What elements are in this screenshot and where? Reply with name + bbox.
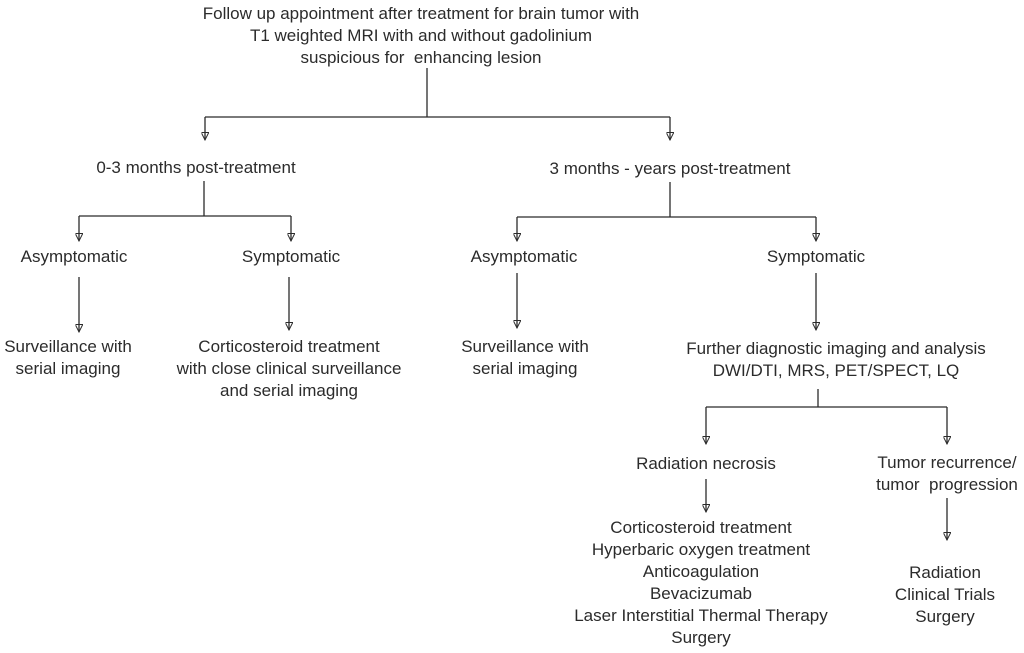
node-right-symptomatic: Symptomatic <box>767 246 865 268</box>
node-radiation-necrosis: Radiation necrosis <box>636 453 776 475</box>
node-left-surveillance: Surveillance with serial imaging <box>4 336 132 380</box>
node-necrosis-treatments: Corticosteroid treatment Hyperbaric oxyg… <box>574 517 828 649</box>
node-root-line: Follow up appointment after treatment fo… <box>202 4 640 23</box>
node-recurrence-treatments-line: Clinical Trials <box>894 585 996 604</box>
node-left-symptomatic-label: Symptomatic <box>241 247 341 266</box>
node-left-asymptomatic: Asymptomatic <box>21 246 128 268</box>
node-necrosis-treatments-line: Surgery <box>671 628 731 647</box>
node-necrosis-treatments-line: Laser Interstitial Thermal Therapy <box>574 606 828 625</box>
node-tumor-recurrence: Tumor recurrence/ tumor progression <box>876 452 1018 496</box>
node-root-line: suspicious for enhancing lesion <box>300 48 542 67</box>
node-necrosis-treatments-line: Corticosteroid treatment <box>610 518 792 537</box>
node-recurrence-treatments-line: Surgery <box>915 607 975 626</box>
node-necrosis-treatments-line: Anticoagulation <box>642 562 760 581</box>
node-right-surveillance: Surveillance with serial imaging <box>461 336 589 380</box>
node-right-period-label: 3 months - years post-treatment <box>549 159 791 178</box>
node-further-imaging-line: Further diagnostic imaging and analysis <box>686 339 986 358</box>
node-corticosteroid-plan-line: with close clinical surveillance <box>176 359 402 378</box>
node-left-period: 0-3 months post-treatment <box>96 157 295 179</box>
node-necrosis-treatments-line: Bevacizumab <box>649 584 753 603</box>
node-corticosteroid-plan-line: and serial imaging <box>220 381 358 400</box>
node-corticosteroid-plan: Corticosteroid treatment with close clin… <box>177 336 402 402</box>
node-further-imaging: Further diagnostic imaging and analysis … <box>686 338 986 382</box>
node-left-period-label: 0-3 months post-treatment <box>96 158 296 177</box>
node-radiation-necrosis-label: Radiation necrosis <box>636 454 776 473</box>
node-left-surveillance-line: serial imaging <box>15 359 121 378</box>
node-right-surveillance-line: serial imaging <box>472 359 578 378</box>
node-necrosis-treatments-line: Hyperbaric oxygen treatment <box>591 540 811 559</box>
node-left-asymptomatic-label: Asymptomatic <box>20 247 128 266</box>
node-root-line: T1 weighted MRI with and without gadolin… <box>249 26 593 45</box>
node-further-imaging-line: DWI/DTI, MRS, PET/SPECT, LQ <box>712 361 960 380</box>
node-right-asymptomatic: Asymptomatic <box>471 246 578 268</box>
node-left-surveillance-line: Surveillance with <box>4 337 132 356</box>
node-right-surveillance-line: Surveillance with <box>461 337 589 356</box>
node-right-asymptomatic-label: Asymptomatic <box>470 247 578 266</box>
node-left-symptomatic: Symptomatic <box>242 246 340 268</box>
node-corticosteroid-plan-line: Corticosteroid treatment <box>198 337 380 356</box>
node-recurrence-treatments-line: Radiation <box>909 563 981 582</box>
node-right-period: 3 months - years post-treatment <box>550 158 791 180</box>
node-recurrence-treatments: Radiation Clinical Trials Surgery <box>895 562 995 628</box>
node-right-symptomatic-label: Symptomatic <box>766 247 866 266</box>
node-tumor-recurrence-line: tumor progression <box>876 475 1018 494</box>
node-root: Follow up appointment after treatment fo… <box>203 3 640 69</box>
node-tumor-recurrence-line: Tumor recurrence/ <box>877 453 1017 472</box>
